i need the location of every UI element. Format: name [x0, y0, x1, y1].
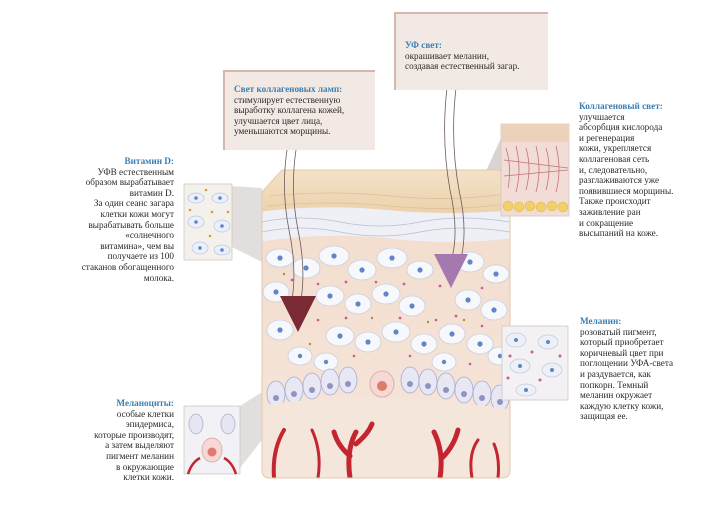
text-line: образом вырабатывает: [85, 177, 174, 188]
collagen-arrow: [280, 296, 316, 332]
text-line: витамина», чем вы: [100, 240, 174, 251]
label-melanocytes-title: Меланоциты:: [116, 398, 174, 408]
wedge-vitamin-d: [230, 186, 262, 262]
text-line: защищая ее.: [580, 411, 628, 422]
text-line: коричневый цвет при: [580, 347, 664, 358]
text-line: выработку коллагена кожей,: [234, 105, 345, 116]
label-melanin-title: Меланин:: [580, 316, 622, 326]
text-line: Также происходит: [579, 196, 651, 207]
label-vitamin-d-title: Витамин D:: [124, 156, 174, 166]
text-line: абсорбция кислорода: [579, 122, 663, 133]
uv-arrow: [434, 254, 468, 288]
skin-block: [262, 170, 510, 478]
text-line: вырабатывать больше: [88, 219, 174, 230]
label-collagen-light-title: Коллагеновый свет:: [579, 101, 663, 111]
text-line: и регенерация: [579, 132, 635, 143]
skin-block-outline: [261, 169, 511, 479]
label-collagen-lamps-title: Свет коллагеновых ламп:: [234, 84, 343, 94]
inset-melanocytes: [183, 405, 241, 475]
inset-melanin: [501, 325, 569, 401]
label-melanin: Меланин: розоватый пигмент,который приоб…: [580, 316, 700, 422]
text-line: клетки кожи.: [123, 472, 174, 483]
text-line: разглаживаются уже: [579, 175, 660, 186]
text-line: За один сеанс загара: [93, 198, 174, 209]
text-line: уменьшаются морщины.: [234, 126, 331, 137]
inset-vitamin-d: [183, 183, 233, 261]
callout-box-collagen-lamps: [223, 70, 375, 150]
text-line: появившиеся морщины.: [579, 185, 674, 196]
label-uv-light-body: окрашивает меланин,создавая естественный…: [405, 51, 545, 72]
text-line: витамин D.: [129, 187, 174, 198]
text-line: и, следовательно,: [579, 164, 648, 175]
text-line: клетки кожи могут: [100, 208, 174, 219]
text-line: улучшается цвет лица,: [234, 115, 323, 126]
text-line: стаканов обогащенного: [81, 261, 174, 272]
text-line: который приобретает: [580, 337, 664, 348]
text-line: получаете из 100: [107, 251, 174, 262]
text-line: и раздувается, как: [580, 368, 651, 379]
text-line: заживление ран: [579, 206, 641, 217]
label-uv-light: УФ свет: окрашивает меланин,создавая ест…: [405, 40, 545, 72]
text-line: окрашивает меланин,: [405, 50, 490, 61]
callout-box-uv-light: [394, 12, 548, 90]
text-line: в окружающие: [116, 461, 174, 472]
text-line: УФВ естественным: [97, 166, 175, 177]
text-line: эпидермиса,: [125, 419, 174, 430]
inset-collagen-light: [500, 123, 570, 217]
text-line: которые производят,: [94, 429, 174, 440]
text-line: кожи, укрепляется: [579, 143, 652, 154]
text-line: «солнечного: [125, 230, 174, 241]
text-line: поглощении УФА-света: [580, 358, 674, 369]
text-line: пигмент меланин: [106, 450, 174, 461]
text-line: попкорн. Темный: [580, 379, 649, 390]
collagen-beam: [284, 149, 304, 301]
text-line: розоватый пигмент,: [580, 326, 657, 337]
text-line: стимулирует естественную: [234, 94, 341, 105]
text-line: создавая естественный загар.: [405, 61, 520, 72]
text-line: меланин окружает: [580, 390, 653, 401]
text-line: особые клетки: [116, 408, 174, 419]
uv-beam: [444, 87, 465, 259]
label-uv-light-title: УФ свет:: [405, 40, 442, 50]
label-collagen-lamps: Свет коллагеновых ламп: стимулирует есте…: [234, 84, 374, 137]
text-line: каждую клетку кожи,: [580, 400, 664, 411]
text-line: молока.: [143, 272, 174, 283]
text-line: и сокращение: [579, 217, 634, 228]
text-line: улучшается: [579, 111, 625, 122]
text-line: высыпаний на коже.: [579, 228, 659, 239]
wedge-melanocytes: [240, 392, 262, 468]
text-line: а затем выделяют: [105, 440, 174, 451]
text-line: коллагеновая сеть: [579, 153, 650, 164]
